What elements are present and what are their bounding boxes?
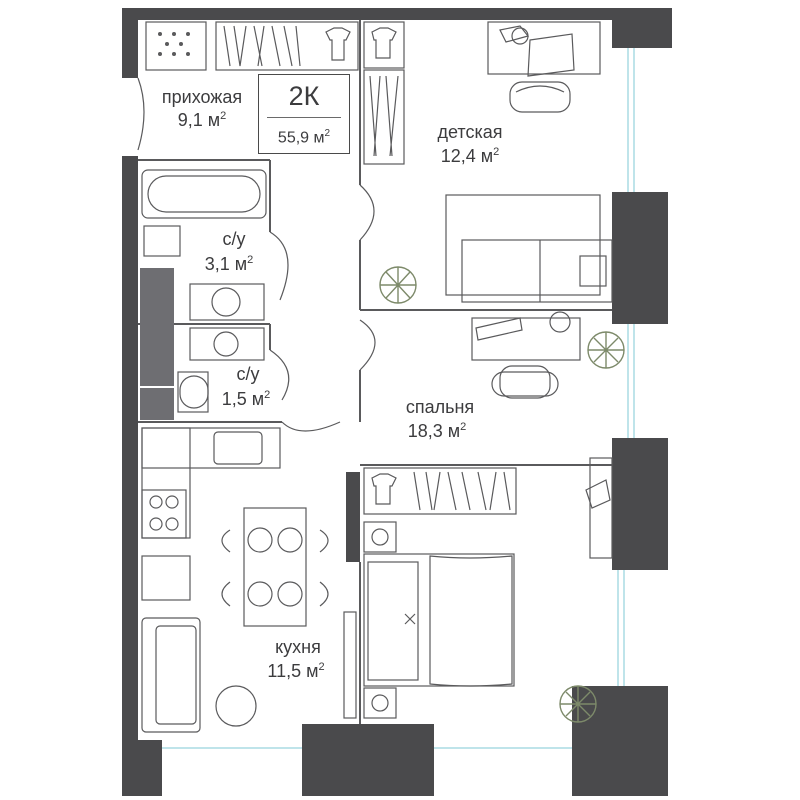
plant-bedroom-2 (559, 685, 597, 723)
wall-bottom-left-block (122, 740, 162, 796)
apartment-total-area: 55,9 м2 (277, 128, 331, 147)
bathroom-1-area: 3,1 м2 (205, 254, 254, 274)
kids-room-name: детская (438, 122, 503, 142)
kitchen-furniture (141, 427, 329, 733)
kitchen-name: кухня (275, 637, 321, 657)
wall-left (122, 156, 138, 796)
wardrobe-hallway (215, 21, 359, 71)
kids-room-area: 12,4 м2 (441, 146, 500, 166)
bathroom-2-area: 1,5 м2 (222, 389, 271, 409)
doors (137, 77, 376, 432)
kids-bed (445, 194, 613, 303)
bath-storage (140, 268, 174, 420)
wall-top-right-block (612, 8, 672, 48)
kids-desk (487, 21, 601, 113)
wall-right-bottom-block (572, 686, 668, 796)
hallway-furniture (145, 21, 405, 165)
badge-divider (267, 117, 341, 118)
hallway-name: прихожая (162, 87, 242, 107)
wall-bedroom-kitchen (346, 472, 360, 562)
hallway-area: 9,1 м2 (178, 110, 227, 130)
wall-right-column-2 (612, 438, 668, 570)
plant-bedroom (587, 331, 625, 369)
plant-kids (379, 266, 417, 304)
room-labels: прихожая 9,1 м2 детская 12,4 м2 с/у 3,1 … (162, 87, 503, 681)
wardrobe-kids (363, 69, 405, 165)
apartment-badge: 2К 55,9 м2 (258, 74, 350, 154)
apartment-type: 2К (288, 81, 320, 111)
wall-bottom-middle-block (302, 724, 434, 796)
bedroom-name: спальня (406, 397, 474, 417)
windows (162, 48, 635, 749)
bedroom-area: 18,3 м2 (408, 421, 467, 441)
bathroom-2-name: с/у (236, 364, 259, 384)
bathroom-2-fixtures (177, 327, 265, 413)
wall-right-column-1 (612, 192, 668, 324)
wall-top (122, 8, 612, 20)
bathroom-1-name: с/у (222, 229, 245, 249)
kitchen-area: 11,5 м2 (267, 661, 324, 681)
shoe-mat (145, 21, 207, 71)
bathroom-1-fixtures (141, 169, 267, 321)
wall-top-left (122, 8, 138, 78)
bedroom-desk (471, 311, 581, 399)
bedroom-furniture (343, 457, 613, 719)
